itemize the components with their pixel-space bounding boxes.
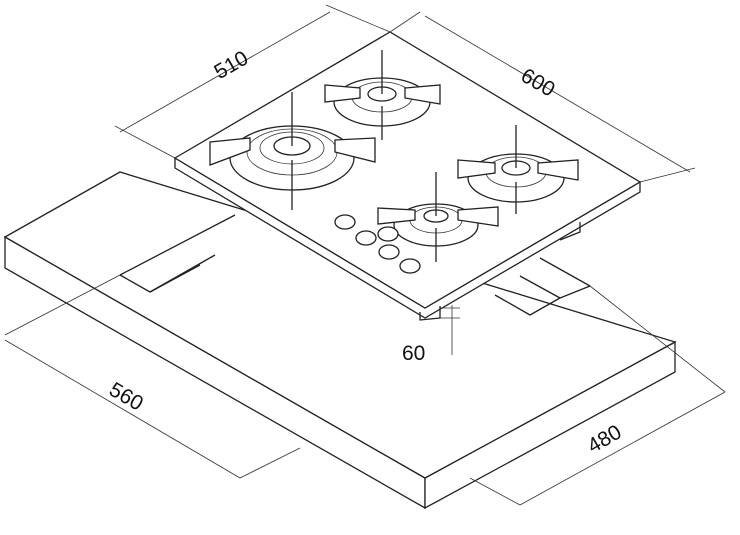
burner-front — [377, 172, 499, 262]
hob-foot — [559, 222, 581, 241]
dimension-cutout-width: 560 — [105, 378, 147, 415]
countertop-top-face — [3, 171, 677, 479]
knob — [378, 244, 400, 260]
dimension-lines — [4, 4, 726, 506]
dimension-cutout-depth: 480 — [584, 421, 626, 458]
countertop — [3, 171, 677, 510]
dimension-hob-height: 60 — [402, 342, 425, 365]
knob — [334, 214, 356, 230]
dimension-hob-depth: 510 — [210, 47, 252, 84]
burner-back — [324, 50, 441, 140]
cutout-lines — [119, 214, 591, 316]
burner-large — [209, 92, 376, 210]
hob-foot — [419, 306, 441, 321]
burner-right — [457, 125, 579, 214]
knob — [377, 226, 399, 242]
knob — [355, 230, 377, 246]
control-knobs — [334, 214, 421, 274]
dimension-hob-width: 600 — [517, 64, 559, 101]
knob — [399, 258, 421, 274]
